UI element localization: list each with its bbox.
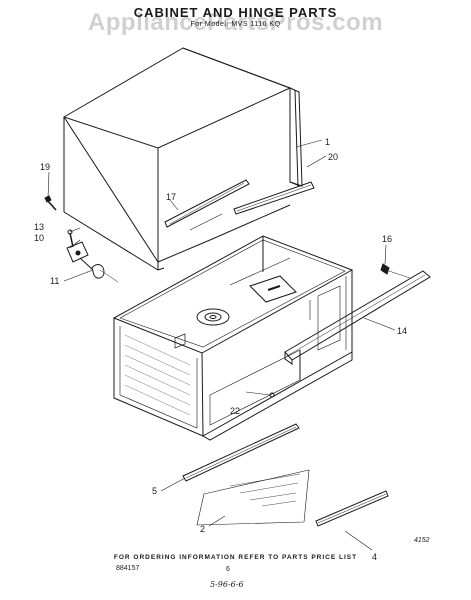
bottom-panel-part-2 bbox=[196, 469, 310, 526]
callout-4: 4 bbox=[372, 552, 377, 562]
document-code: 884157 bbox=[116, 565, 140, 572]
screw-part-16 bbox=[380, 263, 411, 279]
chassis-frame bbox=[112, 235, 354, 441]
callout-2: 2 bbox=[200, 524, 205, 534]
callout-13: 13 bbox=[34, 222, 44, 232]
callout-20: 20 bbox=[328, 152, 338, 162]
callout-16: 16 bbox=[382, 234, 392, 244]
model-subtitle: For Model: MVS 1110 KQ bbox=[190, 21, 281, 28]
hinge-assembly-parts-10-11-13 bbox=[66, 229, 119, 283]
leader-lines bbox=[47, 139, 396, 551]
callout-22: 22 bbox=[230, 406, 240, 416]
callout-10: 10 bbox=[34, 233, 44, 243]
bottom-rail-part-5 bbox=[182, 423, 300, 482]
callout-14: 14 bbox=[397, 326, 407, 336]
door-hinge-rail-part-14 bbox=[284, 270, 431, 365]
callout-17: 17 bbox=[166, 192, 176, 202]
callout-labels: 1 20 17 19 13 10 11 16 14 22 5 2 4 bbox=[34, 137, 407, 562]
ordering-note: FOR ORDERING INFORMATION REFER TO PARTS … bbox=[113, 554, 358, 561]
page-title: CABINET AND HINGE PARTS bbox=[133, 5, 338, 20]
callout-19: 19 bbox=[40, 162, 50, 172]
page-number: 6 bbox=[226, 566, 230, 573]
handwritten-date: 5-96-6-6 bbox=[210, 580, 244, 589]
screw-part-19 bbox=[44, 195, 57, 211]
callout-5: 5 bbox=[152, 486, 157, 496]
callout-1: 1 bbox=[325, 137, 330, 147]
trim-rail-part-20 bbox=[233, 181, 315, 215]
callout-11: 11 bbox=[50, 276, 59, 286]
cabinet-wrapper bbox=[62, 47, 303, 271]
bottom-rail-part-4 bbox=[315, 490, 389, 527]
hinge-rail-part-17 bbox=[164, 179, 250, 228]
figure-code: 4152 bbox=[414, 537, 430, 544]
